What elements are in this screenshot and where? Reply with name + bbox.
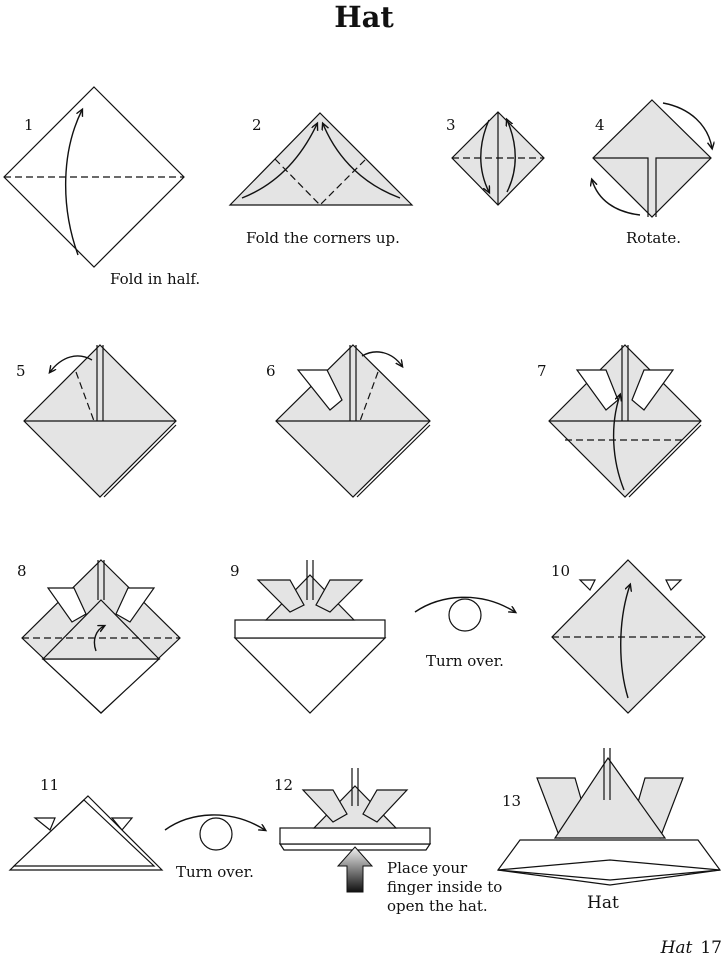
page-number: 17 — [700, 938, 722, 958]
step-number: 5 — [16, 362, 26, 380]
finger-note-line: Place your — [387, 859, 468, 877]
step-number: 11 — [40, 776, 60, 794]
step-number: 4 — [595, 116, 605, 134]
step-9-diagram — [233, 560, 387, 714]
turn-over-label: Turn over. — [176, 863, 254, 881]
step-8-diagram — [21, 559, 181, 714]
step-6-diagram — [275, 344, 431, 498]
step-13-diagram — [496, 748, 722, 886]
turn-over-symbol-1 — [414, 596, 515, 632]
step-number: 2 — [252, 116, 262, 134]
step-number: 6 — [266, 362, 276, 380]
step-12-diagram — [278, 768, 432, 893]
step-5-diagram — [23, 344, 177, 498]
step-number: 12 — [274, 776, 294, 794]
finger-note-line: open the hat. — [387, 897, 488, 915]
step-number: 7 — [537, 362, 547, 380]
step-11-diagram — [8, 795, 164, 871]
step-number: 9 — [230, 562, 240, 580]
finger-note-line: finger inside to — [387, 878, 503, 896]
turn-over-symbol-2 — [164, 814, 265, 851]
step-caption: Fold the corners up. — [246, 229, 400, 247]
step-4-diagram — [592, 99, 712, 218]
final-label: Hat — [587, 893, 619, 913]
step-1-diagram — [3, 86, 185, 268]
step-number: 13 — [502, 792, 522, 810]
step-caption: Fold in half. — [110, 270, 201, 288]
step-3-diagram — [451, 111, 545, 206]
step-caption: Rotate. — [626, 229, 681, 247]
footer-title: Hat — [660, 938, 693, 958]
step-number: 10 — [551, 562, 571, 580]
page-footer: Hat 17 — [661, 938, 722, 958]
step-number: 8 — [17, 562, 27, 580]
turn-over-label: Turn over. — [426, 652, 504, 670]
page-title: Hat — [334, 0, 394, 34]
step-7-diagram — [548, 344, 702, 498]
step-2-diagram — [228, 112, 414, 206]
step-number: 1 — [24, 116, 34, 134]
step-number: 3 — [446, 116, 456, 134]
step-10-diagram — [551, 559, 706, 714]
finger-push-arrow — [336, 846, 374, 893]
